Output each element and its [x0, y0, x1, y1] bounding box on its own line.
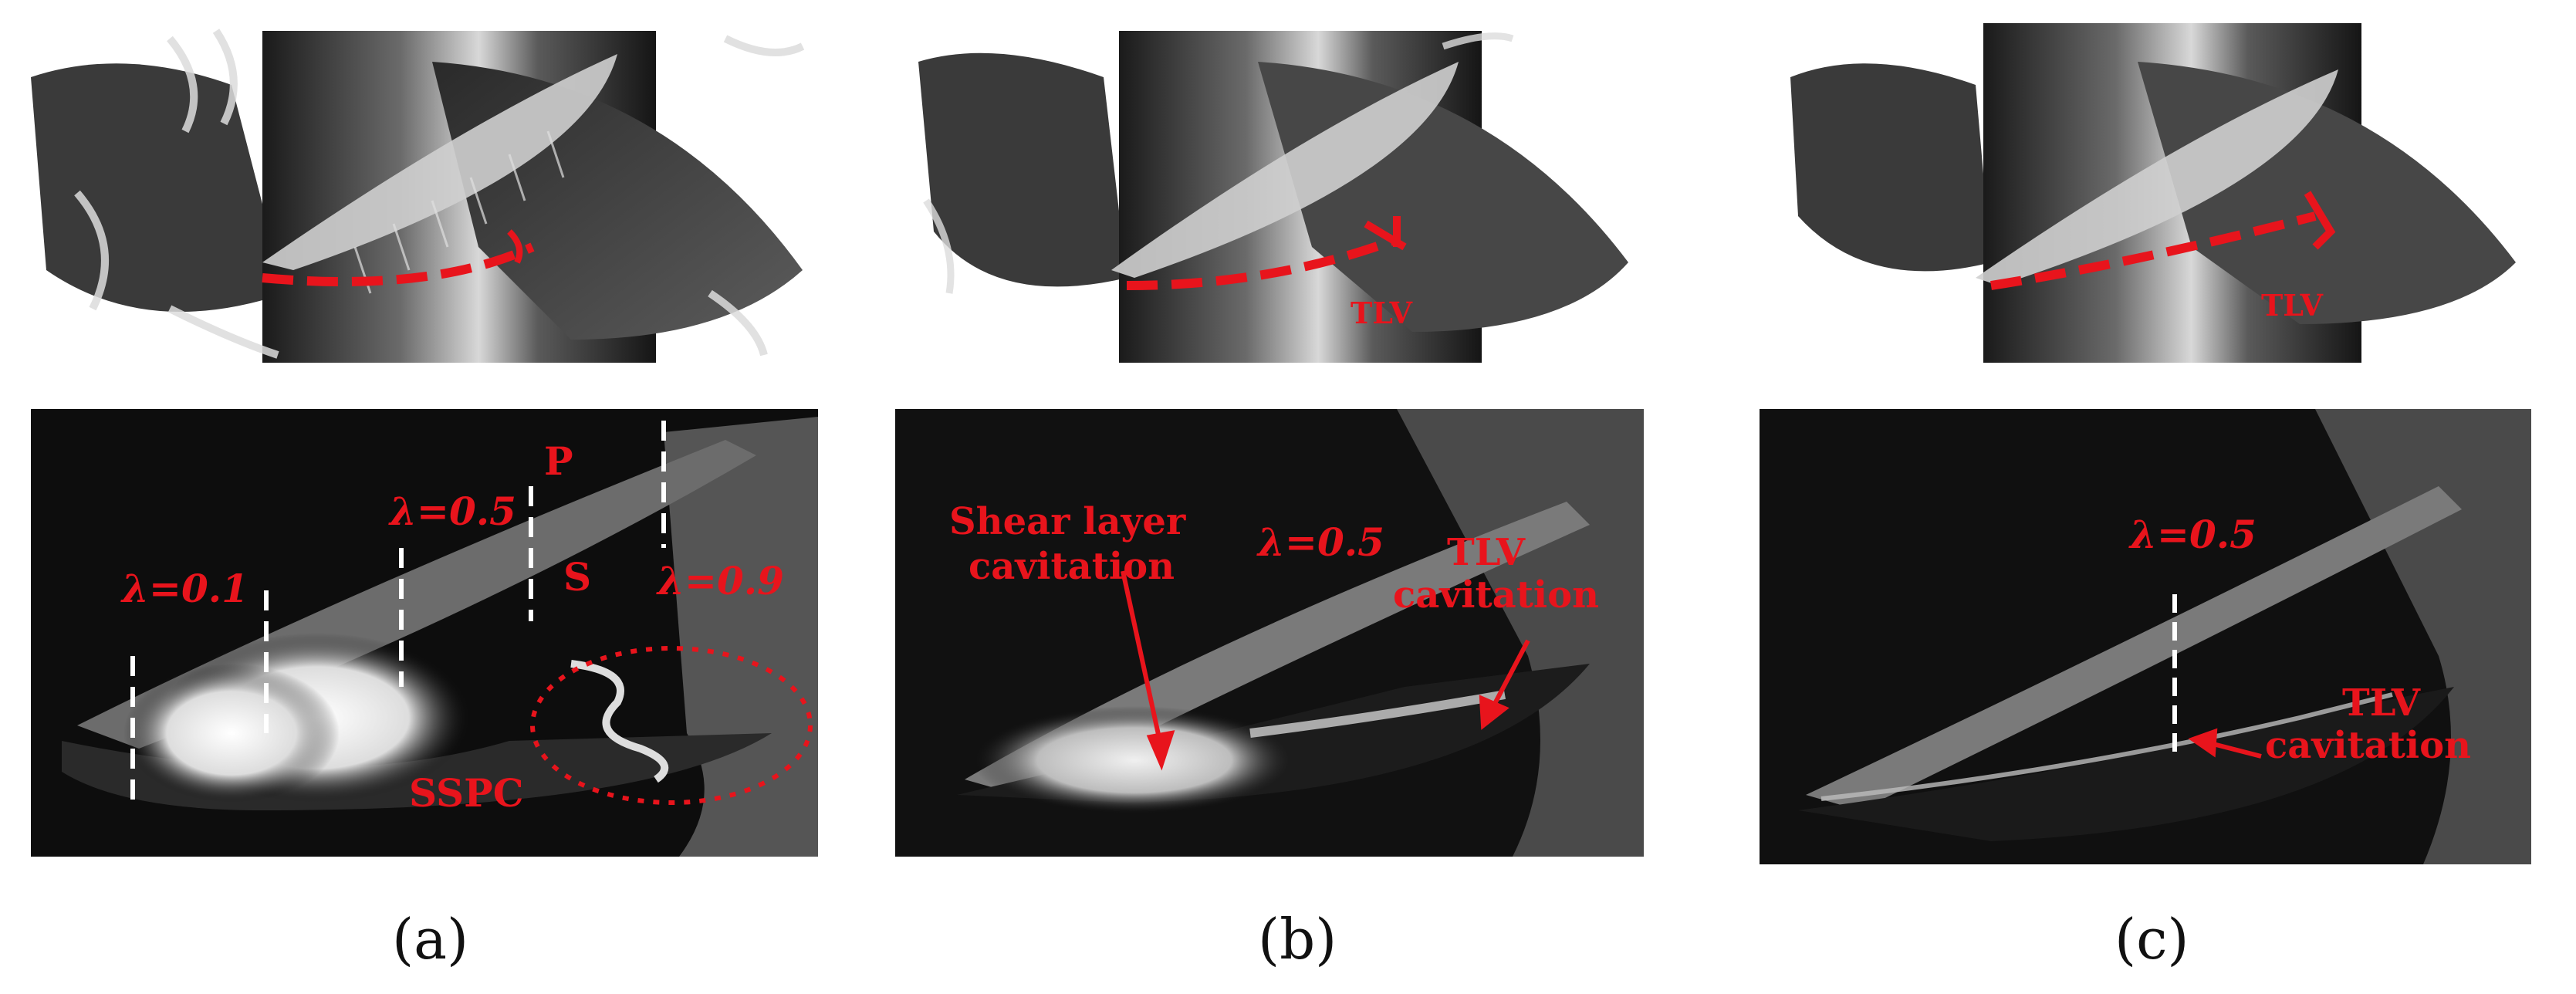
lambda-label: λ=0.9 — [658, 558, 784, 604]
tlv-cavitation-label: TLV — [2342, 681, 2421, 725]
caption-a: (a) — [392, 907, 469, 972]
pressure-side-label: P — [544, 438, 573, 484]
lambda-label: λ=0.5 — [1258, 519, 1384, 565]
lambda-label: λ=0.1 — [122, 566, 248, 611]
tlv-cavitation-label: cavitation — [1393, 573, 1600, 617]
panel-b-cfd-render: TLV — [903, 15, 1651, 363]
panel-a-photo: λ=0.1 λ=0.5 λ=0.9 P S SSPC — [31, 409, 818, 857]
lambda-label: λ=0.5 — [2130, 512, 2257, 557]
panel-c-cfd-render: TLV — [1775, 15, 2539, 363]
tlv-cavitation-label: cavitation — [2265, 724, 2472, 767]
suction-side-label: S — [563, 554, 592, 600]
caption-b: (b) — [1258, 907, 1337, 972]
panel-a-cfd-render — [31, 15, 833, 363]
panel-c-photo: λ=0.5 TLV cavitation — [1760, 409, 2531, 864]
sspc-label: SSPC — [409, 770, 524, 816]
tlv-label-top: TLV — [1351, 296, 1412, 330]
panel-b-photo: Shear layer cavitation λ=0.5 TLV cavitat… — [895, 409, 1644, 857]
shear-layer-label: cavitation — [969, 545, 1175, 588]
tlv-label-top: TLV — [2261, 288, 2323, 323]
shear-layer-label: Shear layer — [949, 500, 1186, 543]
caption-c: (c) — [2115, 907, 2189, 972]
lambda-label: λ=0.5 — [390, 489, 516, 534]
tlv-cavitation-label: TLV — [1447, 531, 1526, 574]
